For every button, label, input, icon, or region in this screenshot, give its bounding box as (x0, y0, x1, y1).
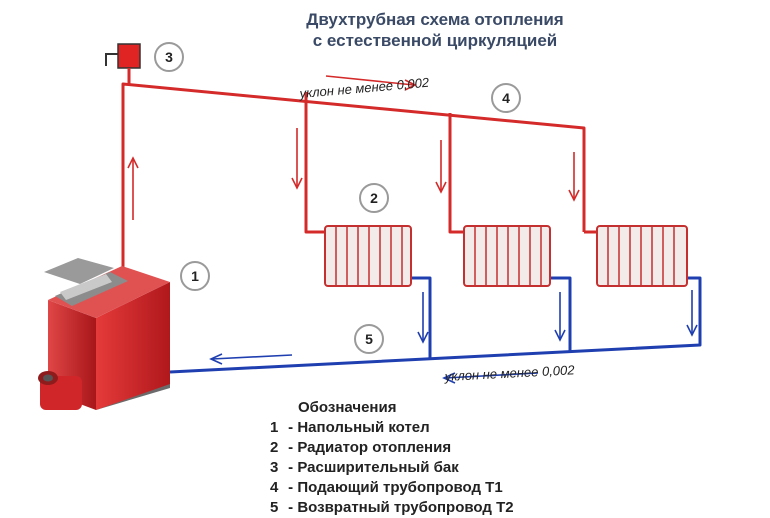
radiator-3 (596, 225, 688, 287)
radiator-sections (607, 227, 675, 285)
badge-2: 2 (359, 183, 389, 213)
badge-5: 5 (354, 324, 384, 354)
title-line-2: с естественной циркуляцией (312, 31, 558, 50)
legend-item-text: - Напольный котел (288, 419, 430, 436)
radiator-1 (324, 225, 412, 287)
legend-item-number: 2 (270, 439, 279, 456)
svg-text:5: 5 (365, 331, 373, 347)
expansion-tank (105, 43, 141, 69)
svg-text:3: 3 (165, 49, 173, 65)
radiator-2 (463, 225, 551, 287)
radiator-sections (474, 227, 542, 285)
legend-item-text: - Подающий трубопровод Т1 (288, 479, 503, 496)
svg-text:1: 1 (191, 268, 199, 284)
legend-item-boiler: 1 - Напольный котел (270, 418, 610, 438)
badge-3: 3 (154, 42, 184, 72)
svg-text:2: 2 (370, 190, 378, 206)
legend-header: Обозначения (298, 399, 397, 416)
legend-item-number: 1 (270, 419, 279, 436)
legend-item-number: 3 (270, 459, 279, 476)
legend-item-supply: 4 - Подающий трубопровод Т1 (270, 478, 610, 498)
return-pipe (169, 276, 702, 374)
legend-item-tank: 3 - Расширительный бак (270, 458, 610, 478)
legend-item-number: 4 (270, 479, 279, 496)
legend-item-text: - Возвратный трубопровод Т2 (288, 499, 514, 516)
badge-1: 1 (180, 261, 210, 291)
supply-slope-label: уклон не менее 0,002 (298, 75, 430, 101)
legend: Обозначения 1 - Напольный котел 2 - Ради… (270, 398, 610, 518)
legend-item-return: 5 - Возвратный трубопровод Т2 (270, 498, 610, 518)
floor-boiler (38, 258, 170, 410)
legend-item-text: - Расширительный бак (288, 459, 459, 476)
legend-item-radiator: 2 - Радиатор отопления (270, 438, 610, 458)
title-line-1: Двухтрубная схема отопления (306, 10, 564, 29)
return-slope-label: уклон не менее 0,002 (443, 362, 575, 384)
boiler-lid (44, 258, 114, 284)
flow-arrows (127, 75, 698, 384)
radiator-sections (335, 227, 403, 285)
svg-text:4: 4 (502, 90, 510, 106)
diagram-title: Двухтрубная схема отопления с естественн… (240, 9, 630, 51)
badge-4: 4 (491, 83, 521, 113)
supply-pipe (121, 68, 597, 272)
legend-item-text: - Радиатор отопления (288, 439, 452, 456)
legend-item-number: 5 (270, 499, 279, 516)
